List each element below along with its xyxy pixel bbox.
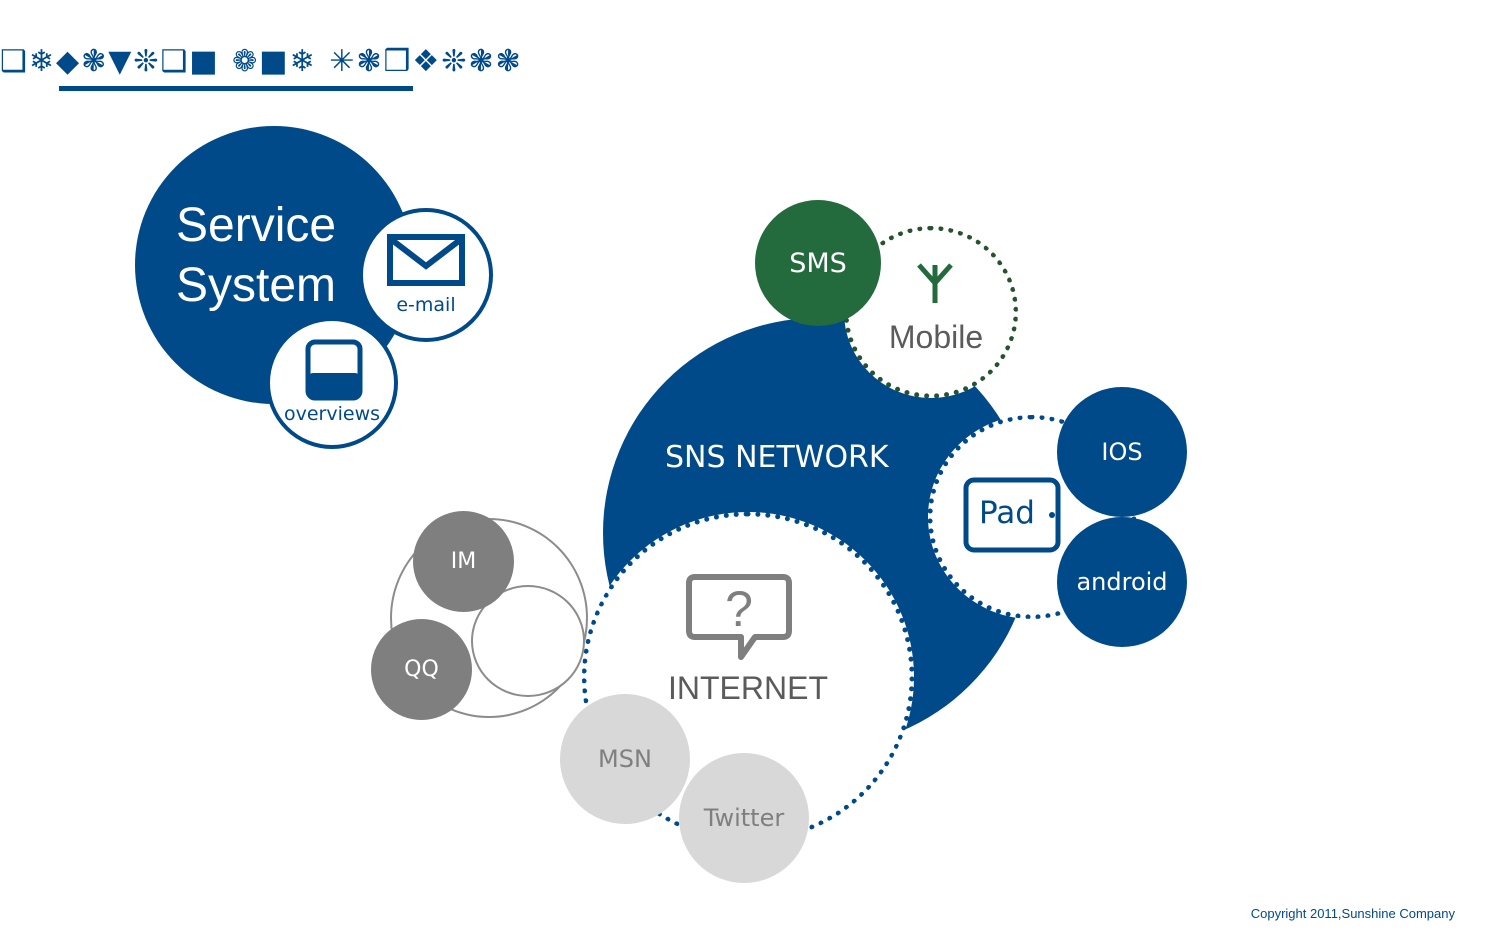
msn-label: MSN [598, 745, 652, 773]
sns-network-title: SNS NETWORK [665, 440, 889, 475]
question-glyph: ? [725, 581, 753, 637]
envelope-icon [387, 234, 465, 286]
twitter-node: Twitter [679, 753, 809, 883]
title-underline [59, 86, 413, 91]
tablet-icon [963, 477, 1061, 553]
ios-label: IOS [1101, 438, 1143, 466]
android-label: android [1076, 568, 1168, 596]
msn-node: MSN [560, 694, 690, 824]
sms-node: SMS [755, 200, 881, 326]
overviews-node: overviews [266, 317, 398, 449]
service-system-title-line2: System [176, 259, 337, 312]
sms-label: SMS [789, 247, 847, 279]
twitter-label: Twitter [703, 804, 785, 832]
qq-label: QQ [404, 657, 439, 682]
service-system-title: Service System [176, 196, 336, 316]
question-bubble-icon [686, 574, 792, 660]
page-title: ❑❄◆❃▼❊❑■ ❁■❄ ✳❃❒❖❊❃❃ [0, 44, 523, 79]
email-node: e-mail [359, 208, 493, 342]
mobile-label: Mobile [888, 319, 984, 355]
qq-node: QQ [371, 619, 472, 720]
im-node: IM [413, 511, 514, 612]
pad-label: Pad [979, 495, 1035, 531]
copyright-text: Copyright 2011,Sunshine Company [1250, 906, 1455, 921]
document-icon [305, 339, 363, 401]
ios-node: IOS [1057, 387, 1187, 517]
android-node: android [1057, 517, 1187, 647]
internet-label: INTERNET [668, 670, 828, 706]
service-system-title-line1: Service [176, 199, 337, 252]
im-label: IM [450, 549, 477, 574]
overviews-label: overviews [283, 403, 381, 425]
email-label: e-mail [396, 294, 456, 316]
antenna-icon [917, 263, 953, 303]
